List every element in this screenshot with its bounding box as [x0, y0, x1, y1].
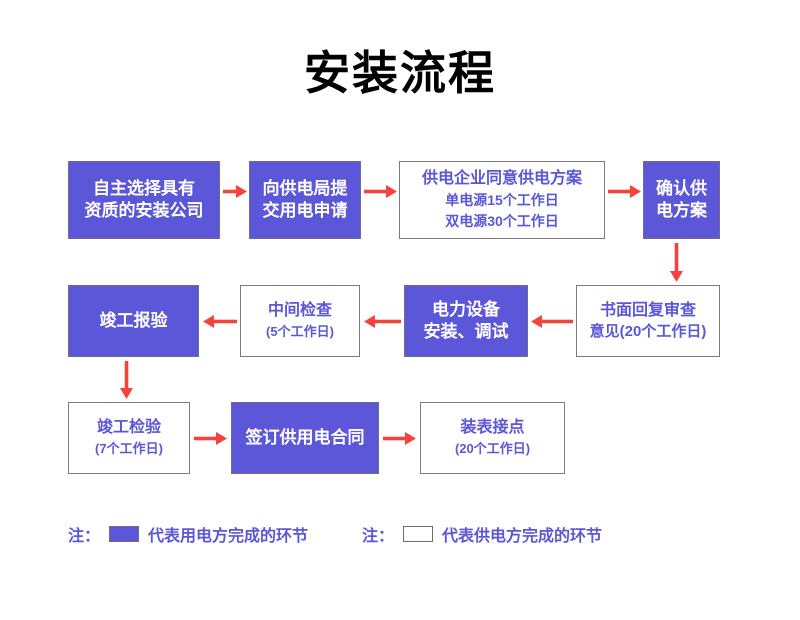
- flow-arrow-6-to-7: [364, 314, 401, 328]
- flow-node-3-line-2: 单电源15个工作日: [445, 192, 559, 209]
- flow-node-1-line-1: 自主选择具有: [93, 179, 195, 199]
- flow-node-9[interactable]: 竣工检验 (7个工作日): [68, 402, 190, 474]
- legend-customer-prefix: 注：: [68, 528, 101, 545]
- flow-node-2[interactable]: 向供电局提交用电申请: [249, 161, 361, 239]
- flow-node-9-line-2: (7个工作日): [95, 441, 163, 457]
- flow-arrow-1-to-2: [223, 184, 247, 198]
- flow-arrow-2-to-3: [364, 184, 397, 198]
- flow-arrow-5-to-6: [531, 314, 573, 328]
- flow-node-4[interactable]: 确认供电方案: [643, 161, 720, 239]
- flow-node-3-line-3: 双电源30个工作日: [445, 213, 559, 230]
- flow-node-8[interactable]: 竣工报验: [68, 285, 199, 357]
- flow-arrow-7-to-8: [203, 314, 237, 328]
- flow-arrow-10-to-11: [383, 431, 416, 445]
- flow-node-7[interactable]: 中间检查 (5个工作日): [240, 285, 360, 357]
- flow-node-11-line-1: 装表接点: [460, 418, 525, 436]
- flow-node-10-line-1: 签订供用电合同: [245, 428, 365, 448]
- flow-node-3-line-1: 供电企业同意供电方案: [421, 169, 582, 187]
- legend-customer: 注： 代表用电方完成的环节: [68, 522, 308, 546]
- flow-node-5-line-2: 意见(20个工作日): [589, 323, 707, 341]
- flow-node-9-line-1: 竣工检验: [96, 418, 161, 436]
- legend-utility-prefix: 注：: [362, 528, 395, 545]
- flow-node-6-line-1: 电力设备: [432, 300, 500, 320]
- flow-node-5[interactable]: 书面回复审查意见(20个工作日): [576, 285, 720, 357]
- flow-node-6[interactable]: 电力设备安装、调试: [404, 285, 528, 357]
- legend-customer-text: 代表用电方完成的环节: [148, 528, 309, 545]
- flow-node-7-line-1: 中间检查: [267, 301, 332, 319]
- flow-node-2-line-1: 向供电局提: [262, 179, 348, 199]
- flow-arrow-3-to-4: [608, 184, 641, 198]
- flow-node-11-line-2: (20个工作日): [454, 441, 531, 457]
- flow-node-2-line-2: 交用电申请: [262, 201, 348, 220]
- flow-node-4-line-2: 电方案: [656, 201, 707, 220]
- legend-utility-swatch: [403, 526, 434, 542]
- flow-node-1[interactable]: 自主选择具有资质的安装公司: [68, 161, 220, 239]
- legend-customer-swatch: [109, 526, 140, 542]
- flow-node-5-line-1: 书面回复审查: [599, 301, 696, 319]
- flow-node-1-line-2: 资质的安装公司: [84, 201, 204, 220]
- flow-node-10[interactable]: 签订供用电合同: [231, 402, 379, 474]
- flow-node-4-line-1: 确认供: [656, 179, 707, 199]
- flow-node-11[interactable]: 装表接点 (20个工作日): [420, 402, 565, 474]
- legend-utility-text: 代表供电方完成的环节: [442, 528, 603, 545]
- flow-arrow-9-to-10: [194, 431, 227, 445]
- flow-arrow-8-to-9: [119, 361, 133, 399]
- legend-utility: 注： 代表供电方完成的环节: [362, 522, 602, 546]
- flow-arrow-4-to-5: [669, 243, 683, 282]
- page-title: 安装流程: [304, 47, 496, 99]
- flow-node-6-line-2: 安装、调试: [423, 322, 509, 341]
- flow-node-3[interactable]: 供电企业同意供电方案单电源15个工作日双电源30个工作日: [399, 161, 605, 239]
- flow-node-8-line-1: 竣工报验: [99, 311, 168, 331]
- flow-node-7-line-2: (5个工作日): [266, 324, 334, 340]
